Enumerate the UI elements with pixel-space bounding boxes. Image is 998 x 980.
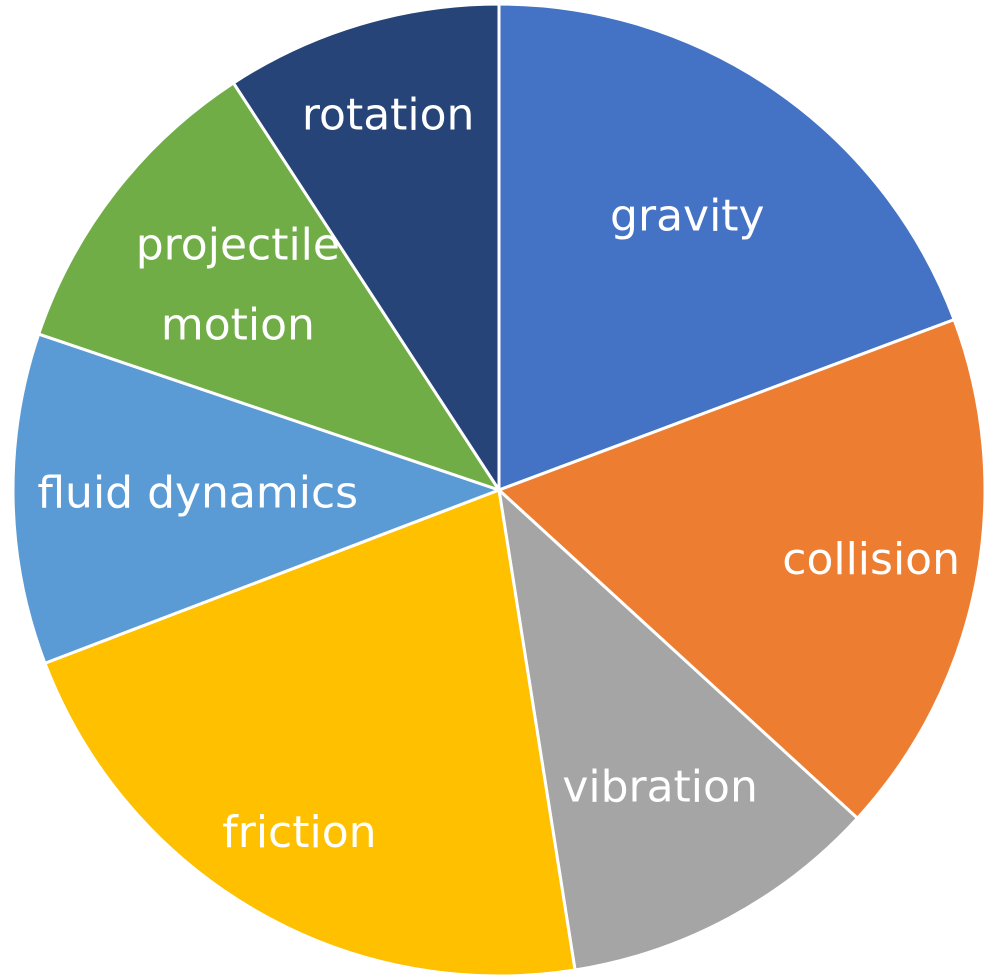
pie-label-line: fluid dynamics	[37, 468, 358, 519]
pie-label-line: gravity	[610, 190, 765, 241]
pie-label-fluid-dynamics: fluid dynamics	[37, 468, 358, 519]
pie-label-friction: friction	[222, 807, 376, 858]
pie-slice-collision	[497, 318, 987, 820]
pie-label-line: rotation	[302, 89, 475, 140]
pie-slice-gravity	[497, 2, 956, 492]
pie-label-line: vibration	[562, 762, 758, 813]
pie-slices	[11, 2, 987, 978]
pie-label-projectile-motion: projectile motion	[136, 219, 340, 350]
pie-label-rotation: rotation	[302, 89, 475, 140]
pie-labels: gravity collision vibration friction fluid d…	[37, 89, 960, 858]
pie-slice-projectile-motion	[37, 81, 501, 492]
pie-label-collision: collision	[782, 534, 960, 585]
pie-label-gravity: gravity	[610, 190, 765, 241]
pie-slice-rotation	[231, 2, 501, 492]
pie-label-line: friction	[222, 807, 376, 858]
pie-slice-friction	[43, 488, 577, 978]
pie-slice-fluid-dynamics	[11, 332, 501, 665]
pie-label-line: collision	[782, 534, 960, 585]
pie-slice-vibration	[497, 488, 859, 972]
pie-label-vibration: vibration	[562, 762, 758, 813]
pie-label-line: projectile	[136, 219, 340, 270]
pie-label-line: motion	[161, 299, 315, 350]
